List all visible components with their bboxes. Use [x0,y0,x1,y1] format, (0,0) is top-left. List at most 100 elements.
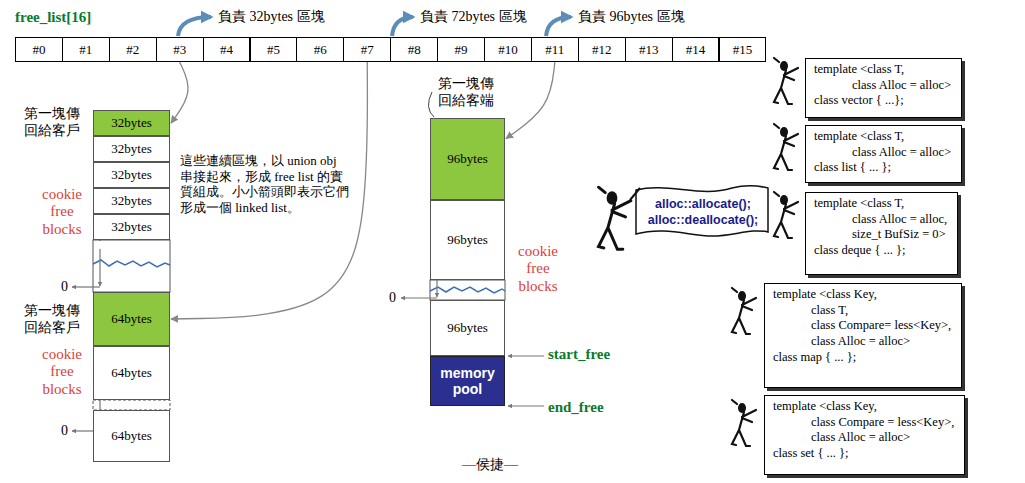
node-text: #7 [361,42,374,58]
callout-text: 負責 96bytes 區塊 [578,9,685,26]
node-text: 96bytes [447,320,487,336]
node-text: #9 [455,42,468,58]
node-text: 96bytes [447,232,487,248]
code-line: size_t BufSiz = 0> [814,227,947,243]
break-line [93,260,170,267]
null-label: 0 [389,290,396,307]
array-cell: #12 [578,37,626,62]
code-line: class Alloc = alloc, [814,212,947,228]
node-text: #2 [126,42,139,58]
array-cell: #9 [437,37,485,62]
array-cell: #2 [109,37,157,62]
array-cell: #4 [203,37,251,62]
code-box: template <class T,class Alloc = alloc>cl… [805,125,962,183]
free-blocks-label: cookie free blocks [34,186,90,238]
free-blocks-label: cookie free blocks [510,243,566,295]
pointer-arrow [508,405,544,406]
note-text: 第一塊傳回給客端 [438,76,498,110]
note-text: 這些連續區塊，以 union obj 串接起來，形成 free list 的實質… [180,153,350,215]
array-cell: #6 [296,37,344,62]
code-box: template <class T,class Alloc = alloc>cl… [805,58,962,118]
null-label: 0 [61,423,68,440]
node-text: #1 [79,42,92,58]
leader-line [428,92,434,117]
stick-figure [732,400,756,446]
code-box: template <class Key,class T,class Compar… [764,283,962,388]
callout-text: 負責 32bytes 區塊 [218,9,325,26]
node-text: #14 [686,42,706,58]
pointer-connector [506,62,555,139]
stick-figure [774,58,798,104]
node-text: 64bytes [111,428,151,444]
memory-block: 96bytes [430,118,505,200]
array-cell: #3 [156,37,204,62]
array-cell: #10 [484,37,532,62]
node-text: 64bytes [111,311,151,327]
array-cell: #5 [250,37,298,62]
pointer-connector [171,62,367,319]
callout-arrow [178,17,211,36]
pointer-name: end_free [548,398,604,416]
node-text: 32bytes [111,193,151,209]
node-text: #10 [498,42,518,58]
array-cell: #8 [390,37,438,62]
code-box: template <class T,class Alloc = alloc,si… [805,192,958,275]
stick-figure [774,192,798,238]
node-text: 96bytes [447,151,487,167]
node-text: #3 [173,42,186,58]
linked-list-arrow [99,249,100,286]
node-text: 32bytes [111,167,151,183]
stick-figure [774,124,798,170]
node-text: 32bytes [111,141,151,157]
code-line: template <class Key, [773,287,951,303]
note-text: 第一塊傳回給客戶 [24,303,82,337]
code-box: template <class Key,class Compare = less… [764,395,965,475]
memory-block: 32bytes [93,214,170,240]
node-text: alloc::allocate(); [655,196,751,212]
memory-block: 64bytes [93,292,170,346]
code-line: class map { ... }; [773,350,951,366]
node-text: #4 [220,42,233,58]
callout-arrow [392,17,413,36]
null-arrow [72,286,100,287]
memory-pool: memory pool [430,356,505,406]
note-text: 第一塊傳回給客戶 [24,106,82,140]
code-line: template <class T, [814,129,951,145]
memory-block: 96bytes [430,200,505,280]
node-text: #15 [733,42,753,58]
memory-block: 96bytes [430,300,505,356]
memory-block: 64bytes [93,410,170,462]
array-cell: #15 [719,37,767,62]
memory-block: 32bytes [93,162,170,188]
node-text: memory pool [431,365,504,397]
array-cell: #0 [15,37,63,62]
code-line: template <class T, [814,196,947,212]
null-label: 0 [61,279,68,296]
node-text: alloc::deallocate(); [648,212,758,228]
signature: —侯捷— [462,457,518,474]
array-cell: #13 [625,37,673,62]
node-text: #11 [545,42,564,58]
array-cell: #11 [531,37,579,62]
memory-block: 32bytes [93,110,170,136]
code-line: class Alloc = alloc> [814,78,951,94]
code-line: class set { ... }; [773,446,954,462]
null-arrow [401,297,437,298]
free-block-filler [93,240,170,292]
node-text: #0 [32,42,45,58]
code-line: class Compare = less<Key>, [773,415,954,431]
free-blocks-label: cookie free blocks [34,346,90,398]
callout-arrow [546,17,571,36]
code-line: template <class T, [814,62,951,78]
code-line: class vector { ...}; [814,93,951,109]
array-cell: #1 [62,37,110,62]
array-name: free_list[16] [15,8,91,26]
code-line: class T, [773,303,951,319]
stick-figure [599,187,631,249]
code-line: class Alloc = alloc> [773,334,951,350]
break-line [430,287,505,293]
node-text: #5 [267,42,280,58]
stick-figure [732,288,756,334]
node-text: #13 [639,42,659,58]
node-text: 32bytes [111,219,151,235]
